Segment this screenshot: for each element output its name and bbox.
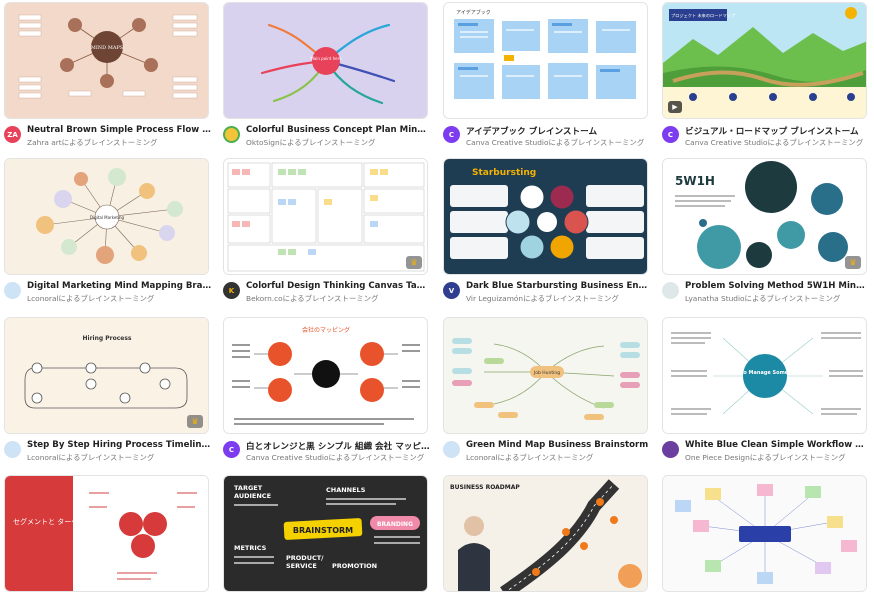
author-avatar[interactable]: C	[662, 126, 679, 143]
svg-text:Starbursting: Starbursting	[472, 168, 536, 178]
template-title[interactable]: Green Mind Map Business Brainstorm	[466, 440, 649, 450]
thumbnail-mind-map-brown: MIND MAPS	[5, 3, 208, 118]
svg-text:セグメントと ターゲット: セグメントと ターゲット	[13, 517, 92, 526]
thumbnail-hiring-process: Hiring Process	[5, 318, 208, 433]
template-thumbnail[interactable]: MIND MAPS	[4, 2, 209, 119]
author-avatar[interactable]: K	[223, 282, 240, 299]
svg-text:PROMOTION: PROMOTION	[332, 562, 377, 570]
svg-text:Hiring Process: Hiring Process	[83, 335, 132, 342]
premium-crown-icon: ♛	[845, 256, 861, 269]
author-avatar[interactable]	[662, 441, 679, 458]
author-avatar[interactable]	[223, 126, 240, 143]
template-title[interactable]: Problem Solving Method 5W1H Mind Map B..…	[685, 281, 870, 291]
template-title[interactable]: Digital Marketing Mind Mapping Brainstor…	[27, 281, 212, 291]
template-thumbnail[interactable]: BUSINESS ROADMAP	[443, 475, 648, 592]
premium-crown-icon: ♛	[406, 256, 422, 269]
template-author[interactable]: Zahra artによるブレインストーミング	[27, 138, 158, 147]
template-title[interactable]: Neutral Brown Simple Process Flow Mind M…	[27, 125, 212, 135]
svg-text:会社のマッピング: 会社のマッピング	[302, 326, 350, 334]
template-title[interactable]: Dark Blue Starbursting Business English …	[466, 281, 651, 291]
template-author[interactable]: Canva Creative Studioによるブレインストーミング	[685, 138, 864, 147]
template-title[interactable]: Colorful Business Concept Plan Mind Map	[246, 125, 431, 135]
template-thumbnail[interactable]: Starbursting	[443, 158, 648, 275]
svg-text:プロジェクト 未来のロードマップ: プロジェクト 未来のロードマップ	[671, 12, 736, 19]
svg-text:Main point here: Main point here	[310, 56, 342, 61]
author-avatar[interactable]	[662, 282, 679, 299]
thumbnail-5w1h: 5W1H	[663, 159, 866, 274]
svg-text:PRODUCT/: PRODUCT/	[286, 554, 324, 562]
template-title[interactable]: アイデアブック ブレインストーム	[466, 127, 598, 137]
template-author[interactable]: Vir Leguizamónによるブレインストーミング	[466, 294, 619, 303]
template-author[interactable]: OktoSignによるブレインストーミング	[246, 138, 376, 147]
template-thumbnail[interactable]: 会社のマッピング	[223, 317, 428, 434]
thumbnail-sticky-note-map	[663, 476, 866, 591]
template-thumbnail[interactable]: アイデアブック	[443, 2, 648, 119]
template-thumbnail[interactable]: セグメントと ターゲット	[4, 475, 209, 592]
thumbnail-green-mind-map: Job Hunting	[444, 318, 647, 433]
author-avatar[interactable]	[443, 441, 460, 458]
svg-text:CHANNELS: CHANNELS	[326, 486, 366, 494]
svg-text:METRICS: METRICS	[234, 544, 267, 552]
svg-text:TARGET: TARGET	[234, 484, 263, 492]
template-author[interactable]: Lyanatha Studioによるブレインストーミング	[685, 294, 841, 303]
video-badge: ▶	[668, 101, 682, 113]
thumbnail-business-roadmap: BUSINESS ROADMAP	[444, 476, 647, 591]
svg-text:Digital Marketing: Digital Marketing	[90, 215, 125, 220]
svg-text:アイデアブック: アイデアブック	[456, 9, 491, 16]
template-thumbnail[interactable]: Main point here	[223, 2, 428, 119]
svg-text:MIND MAPS: MIND MAPS	[91, 45, 124, 51]
template-thumbnail[interactable]	[662, 475, 867, 592]
template-title[interactable]: White Blue Clean Simple Workflow Mind Ma…	[685, 440, 870, 450]
template-thumbnail[interactable]: Hiring Process ♛	[4, 317, 209, 434]
template-author[interactable]: Lconoralによるブレインストーミング	[27, 294, 155, 303]
thumbnail-starbursting: Starbursting	[444, 159, 647, 274]
template-thumbnail[interactable]: How to Manage Something	[662, 317, 867, 434]
author-avatar[interactable]: C	[443, 126, 460, 143]
svg-text:BRANDING: BRANDING	[377, 521, 413, 528]
svg-text:BRAINSTORM: BRAINSTORM	[293, 526, 353, 535]
template-thumbnail[interactable]: プロジェクト 未来のロードマップ ▶	[662, 2, 867, 119]
svg-text:How to Manage Something: How to Manage Something	[727, 370, 803, 376]
author-avatar[interactable]: C	[223, 441, 240, 458]
svg-text:Job Hunting: Job Hunting	[533, 370, 560, 376]
template-title[interactable]: Colorful Design Thinking Canvas Table Br…	[246, 281, 431, 291]
template-author[interactable]: Canva Creative Studioによるブレインストーミング	[246, 453, 425, 462]
template-author[interactable]: One Piece Designによるブレインストーミング	[685, 453, 846, 462]
thumbnail-digital-marketing: Digital Marketing	[5, 159, 208, 274]
template-thumbnail[interactable]: ♛	[223, 158, 428, 275]
thumbnail-workflow-mind-map: How to Manage Something	[663, 318, 866, 433]
template-author[interactable]: Bekorn.coによるブレインストーミング	[246, 294, 379, 303]
author-avatar[interactable]	[4, 441, 21, 458]
template-author[interactable]: Canva Creative Studioによるブレインストーミング	[466, 138, 645, 147]
premium-crown-icon: ♛	[187, 415, 203, 428]
template-title[interactable]: Step By Step Hiring Process Timeline Bra…	[27, 440, 212, 450]
author-avatar[interactable]	[4, 282, 21, 299]
thumbnail-company-mapping: 会社のマッピング	[224, 318, 427, 433]
template-title[interactable]: 白とオレンジと黒 シンプル 組織 会社 マッピング	[246, 442, 431, 452]
thumbnail-visual-roadmap: プロジェクト 未来のロードマップ	[663, 3, 866, 118]
thumbnail-idea-book: アイデアブック	[444, 3, 647, 118]
svg-text:5W1H: 5W1H	[675, 174, 715, 188]
svg-text:SERVICE: SERVICE	[286, 562, 317, 570]
svg-text:BUSINESS ROADMAP: BUSINESS ROADMAP	[450, 484, 520, 491]
template-author[interactable]: Lconoralによるブレインストーミング	[466, 453, 594, 462]
template-title[interactable]: ビジュアル・ロードマップ ブレインストーム	[685, 127, 859, 137]
thumbnail-design-thinking-canvas	[224, 159, 427, 274]
author-avatar[interactable]: V	[443, 282, 460, 299]
thumbnail-colorful-mind-map: Main point here	[224, 3, 427, 118]
svg-text:AUDIENCE: AUDIENCE	[234, 492, 271, 500]
template-thumbnail[interactable]: 5W1H ♛	[662, 158, 867, 275]
template-author[interactable]: Lconoralによるブレインストーミング	[27, 453, 155, 462]
thumbnail-segment-target: セグメントと ターゲット	[5, 476, 208, 591]
template-thumbnail[interactable]: Job Hunting	[443, 317, 648, 434]
template-thumbnail[interactable]: Digital Marketing	[4, 158, 209, 275]
author-avatar[interactable]: ZA	[4, 126, 21, 143]
